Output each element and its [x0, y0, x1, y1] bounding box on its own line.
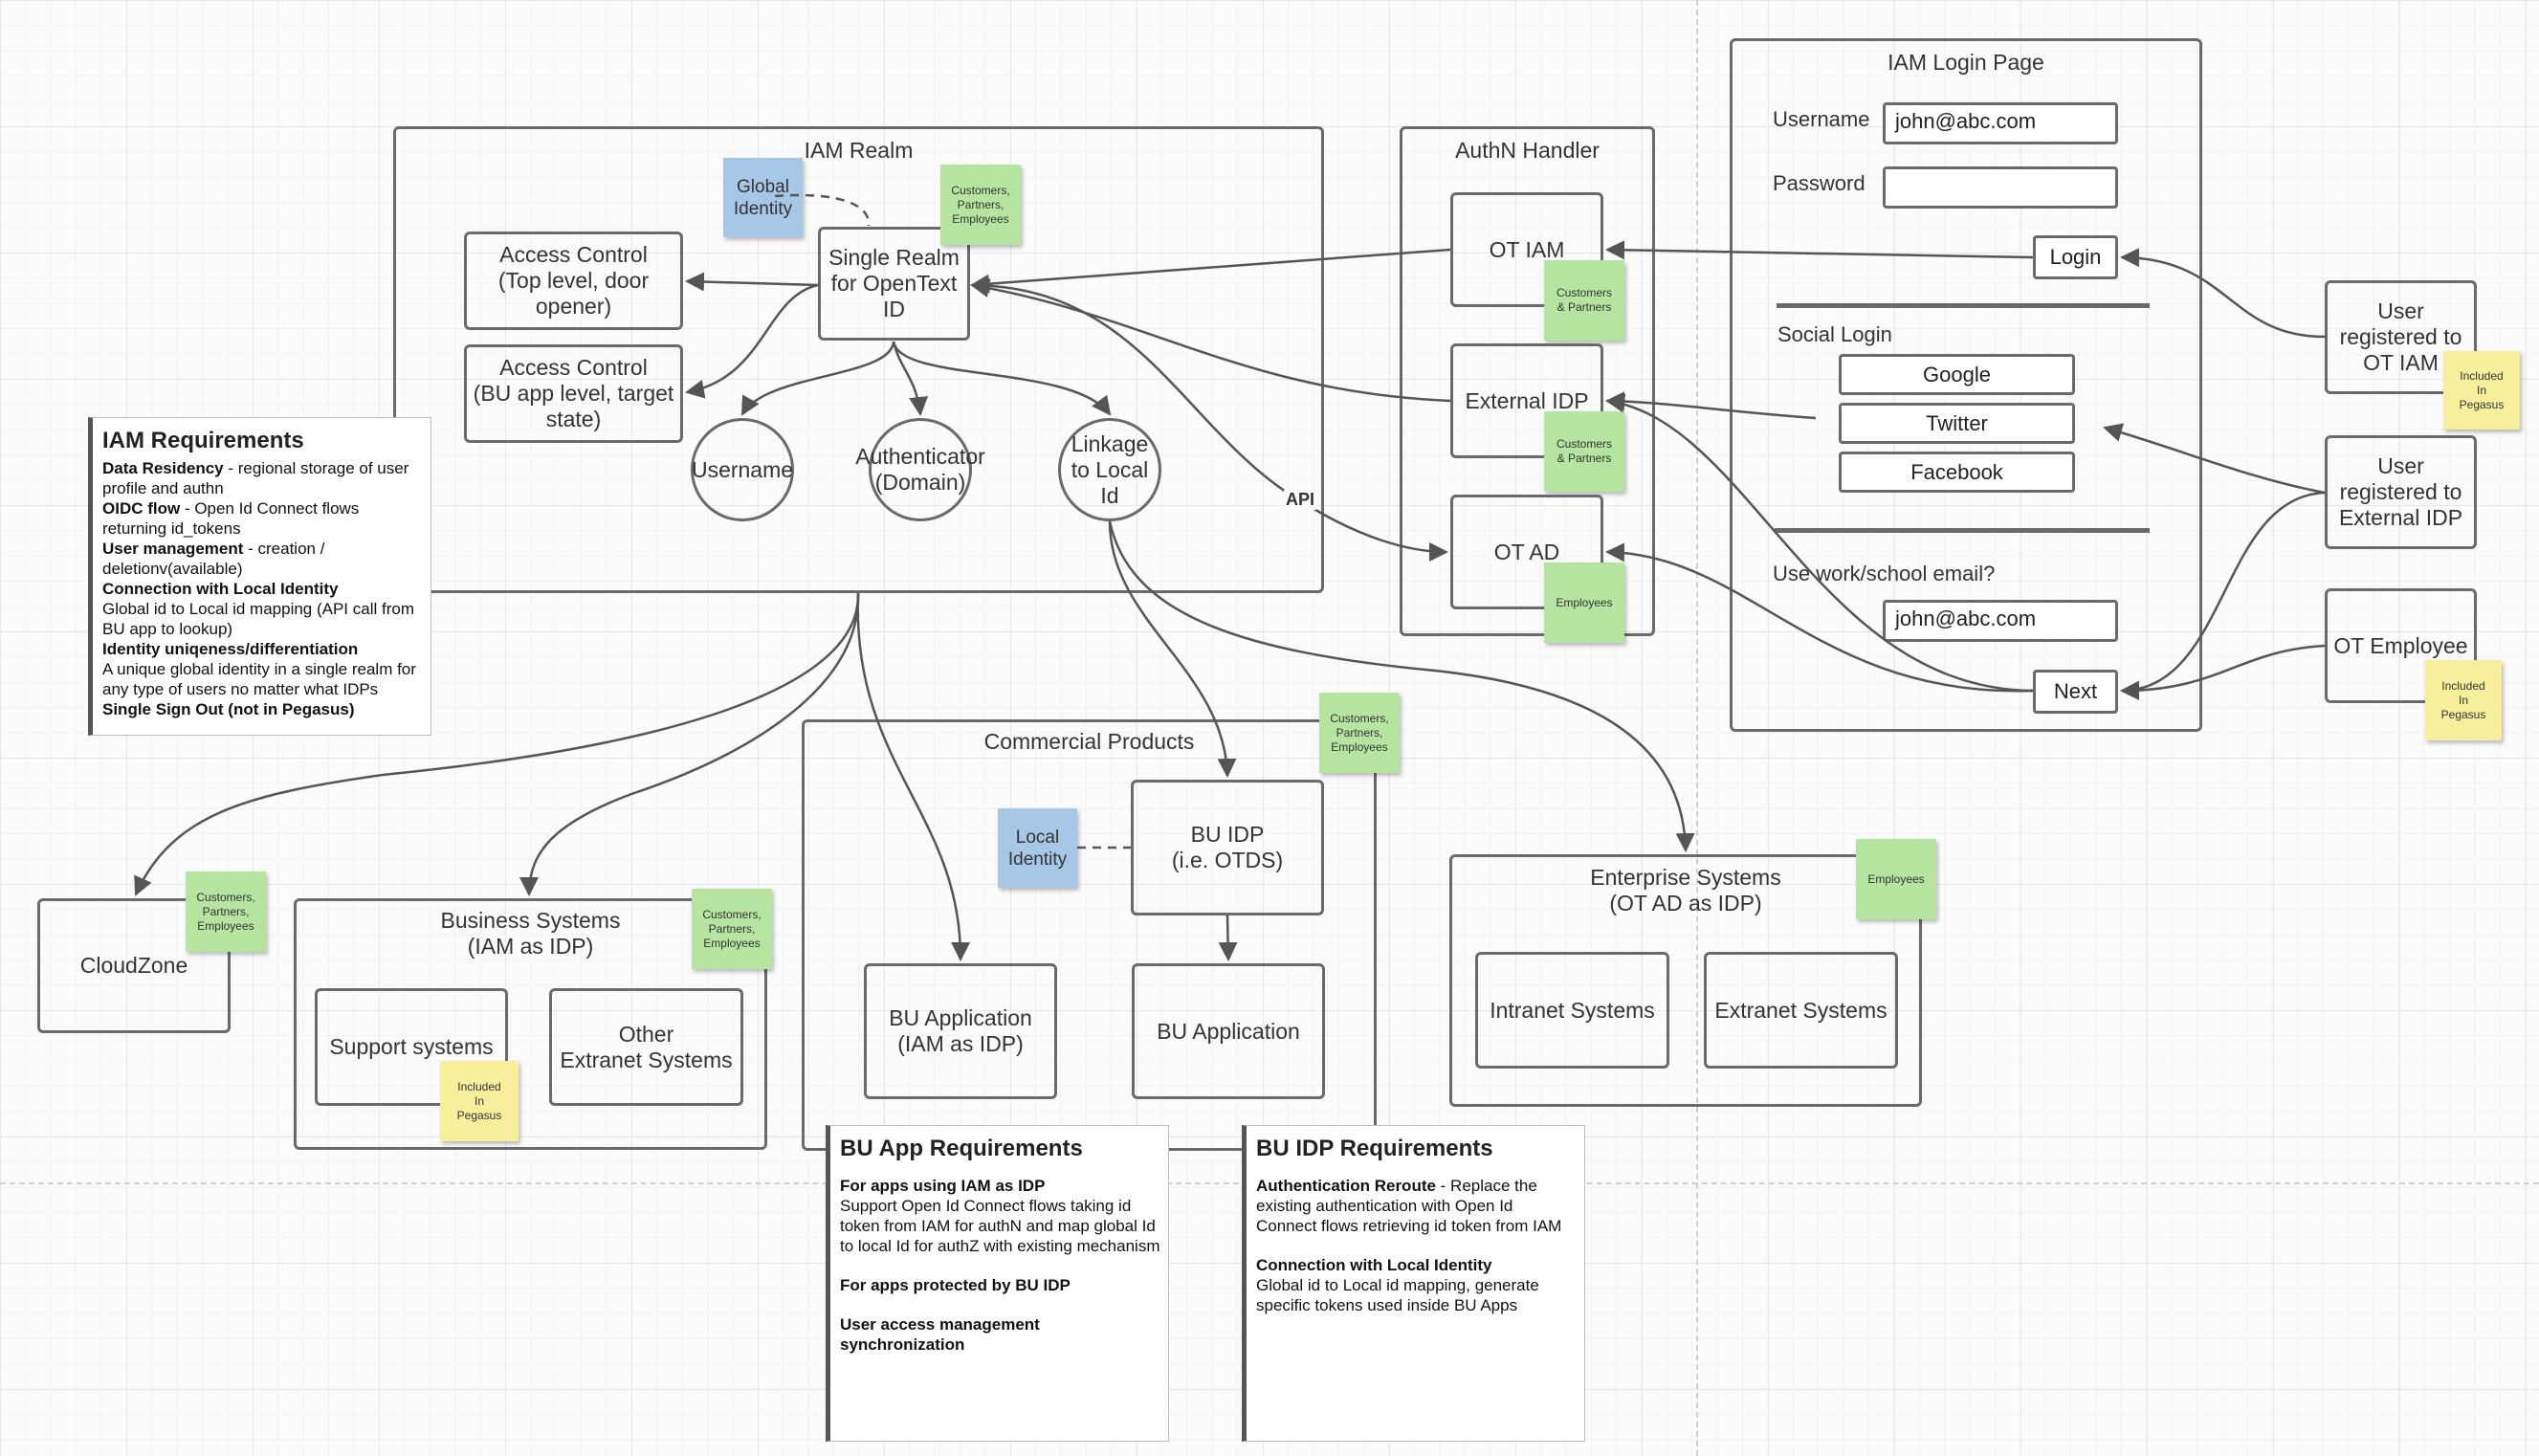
other-extranet-systems-box: Other Extranet Systems — [549, 988, 743, 1106]
business-systems-title: Business Systems (IAM as IDP) — [440, 908, 621, 959]
username-input[interactable]: john@abc.com — [1883, 102, 2118, 144]
facebook-login-button[interactable]: Facebook — [1839, 452, 2075, 493]
login-page-title: IAM Login Page — [1888, 50, 2044, 75]
single-realm-box: Single Realm for OpenText ID — [818, 227, 970, 341]
iam-realm-title: IAM Realm — [804, 138, 914, 163]
login-separator-1 — [1777, 303, 2150, 308]
login-page-container: IAM Login Page — [1730, 38, 2202, 732]
iam-requirement-1: Data Residency - regional storage of use… — [102, 459, 409, 497]
bu-application-box: BU Application — [1132, 963, 1325, 1099]
ot-employee-pegasus-note: Included In Pegasus — [2425, 660, 2502, 740]
authenticator-node: Authenticator (Domain) — [855, 418, 985, 521]
bu-idp-req-item-1: Authentication Reroute - Replace the exi… — [1256, 1177, 1562, 1235]
business-systems-audience-note: Customers, Partners, Employees — [692, 889, 772, 969]
bu-app-req-heading-2: For apps protected by BU IDP — [840, 1276, 1071, 1294]
username-label: Username — [1773, 107, 1870, 131]
commercial-products-title: Commercial Products — [983, 729, 1195, 754]
ot-iam-user-box: User registered to OT IAM — [2325, 280, 2477, 394]
work-email-label: Use work/school email? — [1773, 562, 1996, 585]
bu-idp-requirements-title: BU IDP Requirements — [1256, 1136, 1493, 1161]
bu-idp-req-heading-2: Connection with Local Identity — [1256, 1256, 1492, 1274]
ot-iam-user-pegasus-note: Included In Pegasus — [2443, 351, 2520, 430]
iam-requirement-6: Identity uniqeness/differentiation — [102, 640, 359, 658]
username-node: Username — [691, 418, 794, 521]
ot-iam-box: OT IAM — [1450, 192, 1603, 307]
bu-idp-requirements-panel: BU IDP Requirements Authentication Rerou… — [1242, 1125, 1585, 1442]
bu-app-req-text-1: Support Open Id Connect flows taking id … — [840, 1197, 1160, 1255]
enterprise-systems-container: Enterprise Systems (OT AD as IDP) — [1449, 854, 1922, 1107]
local-identity-note: Local Identity — [998, 808, 1077, 888]
google-login-button[interactable]: Google — [1839, 354, 2075, 395]
access-control-top-box: Access Control (Top level, door opener) — [464, 232, 683, 330]
enterprise-systems-title: Enterprise Systems (OT AD as IDP) — [1590, 865, 1781, 916]
twitter-login-button[interactable]: Twitter — [1839, 403, 2075, 444]
iam-requirement-5: Global id to Local id mapping (API call … — [102, 600, 414, 638]
external-idp-audience-note: Customers & Partners — [1544, 411, 1624, 492]
iam-requirement-2: OIDC flow - Open Id Connect flows return… — [102, 499, 360, 538]
support-systems-box: Support systems — [315, 988, 508, 1106]
access-control-bu-box: Access Control (BU app level, target sta… — [464, 344, 683, 443]
iam-requirement-4: Connection with Local Identity — [102, 580, 339, 598]
bu-app-req-heading-1: For apps using IAM as IDP — [840, 1177, 1046, 1195]
api-edge-label: API — [1284, 490, 1317, 510]
ot-ad-audience-note: Employees — [1544, 563, 1624, 643]
intranet-systems-box: Intranet Systems — [1475, 952, 1669, 1069]
login-separator-2 — [1775, 528, 2150, 533]
cloudzone-audience-note: Customers, Partners, Employees — [186, 871, 266, 952]
ot-employee-box: OT Employee — [2325, 588, 2477, 703]
bu-app-req-heading-3: User access management synchronization — [840, 1315, 1040, 1354]
iam-requirement-3: User management - creation / deletionv(a… — [102, 540, 325, 578]
next-button[interactable]: Next — [2033, 670, 2118, 714]
external-idp-user-box: User registered to External IDP — [2325, 435, 2477, 549]
bu-application-iam-box: BU Application (IAM as IDP) — [864, 963, 1057, 1099]
iam-requirements-title: IAM Requirements — [102, 428, 304, 453]
extranet-systems-box: Extranet Systems — [1704, 952, 1898, 1069]
linkage-node: Linkage to Local Id — [1058, 418, 1161, 521]
global-identity-note: Global Identity — [723, 158, 803, 237]
authn-handler-title: AuthN Handler — [1455, 138, 1600, 163]
enterprise-systems-audience-note: Employees — [1856, 839, 1936, 919]
section-divider-vertical — [1696, 0, 1698, 1456]
iam-requirement-7: A unique global identity in a single rea… — [102, 660, 416, 698]
commercial-products-audience-note: Customers, Partners, Employees — [1319, 693, 1400, 773]
ot-iam-audience-note: Customers & Partners — [1544, 260, 1624, 341]
cloudzone-box: CloudZone — [37, 898, 231, 1033]
iam-requirement-8: Single Sign Out (not in Pegasus) — [102, 700, 355, 718]
support-systems-pegasus-note: Included In Pegasus — [440, 1061, 519, 1141]
business-systems-container: Business Systems (IAM as IDP) — [294, 898, 767, 1150]
bu-idp-req-text-2: Global id to Local id mapping, generate … — [1256, 1276, 1539, 1314]
social-login-label: Social Login — [1777, 322, 1892, 346]
password-label: Password — [1773, 171, 1866, 195]
work-email-input[interactable]: john@abc.com — [1883, 600, 2118, 642]
bu-app-requirements-title: BU App Requirements — [840, 1136, 1083, 1161]
login-button[interactable]: Login — [2033, 235, 2118, 279]
bu-app-requirements-panel: BU App Requirements For apps using IAM a… — [826, 1125, 1169, 1442]
bu-idp-box: BU IDP (i.e. OTDS) — [1131, 780, 1324, 916]
single-realm-audience-note: Customers, Partners, Employees — [940, 165, 1021, 245]
external-idp-box: External IDP — [1450, 343, 1603, 458]
password-input[interactable] — [1883, 166, 2118, 209]
iam-requirements-panel: IAM Requirements Data Residency - region… — [88, 417, 431, 736]
